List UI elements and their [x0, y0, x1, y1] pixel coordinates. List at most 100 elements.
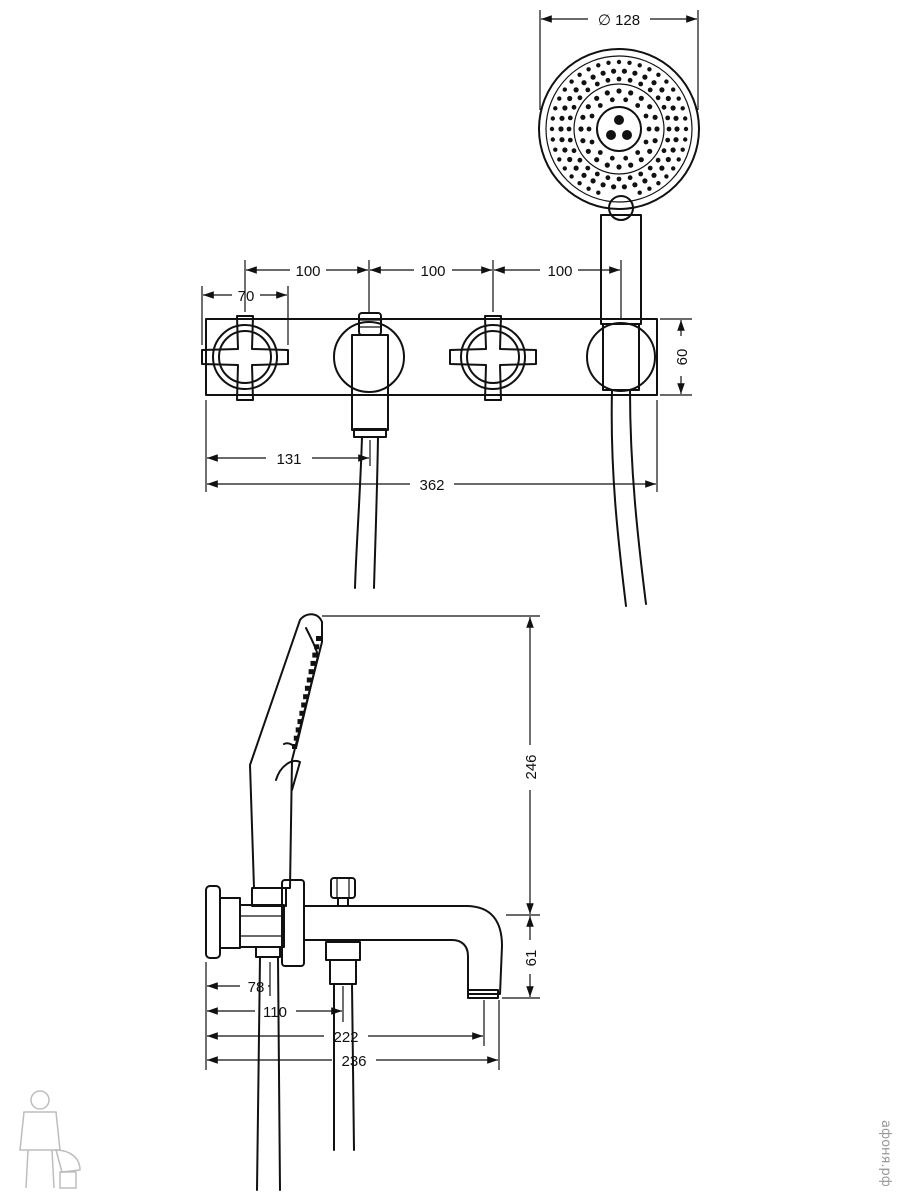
hose-side-b [277, 956, 281, 1191]
nozzle-dot [628, 90, 634, 96]
nozzle-dot [673, 115, 679, 121]
side-nozzle [314, 644, 320, 650]
side-nozzle [301, 702, 307, 708]
nozzle-dot [623, 155, 629, 161]
nozzle-dot [676, 96, 681, 101]
dim-spout-height: 61 [523, 950, 540, 967]
nozzle-dot [652, 114, 658, 120]
side-nozzle [297, 719, 303, 725]
nozzle-dot [580, 114, 586, 120]
nozzle-dot [623, 97, 629, 103]
nozzle-dot [569, 79, 574, 84]
nozzle-dot [562, 147, 568, 153]
nozzle-dot [594, 81, 600, 87]
dim-110: 110 [263, 1004, 287, 1021]
nozzle-dot [647, 67, 652, 72]
nozzle-dot [616, 59, 622, 65]
nozzle-dot [665, 156, 671, 163]
nozzle-dot [659, 165, 665, 171]
dim-spacing-2: 100 [420, 263, 445, 280]
nozzle-dot [594, 157, 600, 163]
nozzle-dot [642, 178, 648, 184]
nozzle-dot [665, 95, 671, 102]
nozzle-dot [621, 68, 628, 74]
nozzle-dot [647, 165, 653, 171]
nozzle-dot [638, 157, 644, 163]
dim-spacing-3: 100 [547, 263, 572, 280]
nozzle-dot [577, 72, 582, 78]
nozzle-dot [597, 150, 603, 155]
nozzle-dot [585, 148, 591, 154]
nozzle-dot [643, 113, 649, 119]
nozzle-dot [605, 77, 611, 83]
nozzle-dot [628, 162, 634, 168]
nozzle-dot [638, 95, 644, 101]
nozzle-dot [578, 126, 584, 132]
wall-plate [205, 318, 658, 396]
nozzle-dot [569, 174, 574, 179]
nozzle-dot [683, 116, 688, 121]
side-nozzle [312, 652, 318, 658]
hose-left-a [354, 436, 363, 589]
hand-shower-head [538, 48, 700, 325]
side-view: 246 61 78 110 222 236 [205, 613, 540, 1191]
nozzle-dot [665, 115, 671, 121]
nozzle-dot [616, 88, 622, 94]
nozzle-dot [562, 87, 567, 92]
dim-236: 236 [341, 1053, 366, 1070]
nozzle-dot [627, 175, 633, 181]
nozzle-dot [577, 95, 583, 101]
nozzle-dot [585, 87, 591, 93]
nozzle-dot [589, 113, 595, 119]
nozzle-dot [655, 157, 661, 163]
nozzle-dot [646, 126, 652, 132]
nozzle-dot [616, 164, 622, 170]
nozzle-dot [605, 175, 611, 181]
nozzle-dot [562, 166, 567, 171]
nozzle-dot [647, 148, 653, 154]
nozzle-dot [577, 181, 582, 186]
nozzle-dot [654, 126, 660, 132]
right-cross-handle [449, 315, 537, 401]
center-jet [622, 130, 632, 140]
nozzle-dot [616, 176, 622, 182]
nozzle-dot [558, 126, 564, 132]
side-nozzle [306, 677, 312, 683]
nozzle-dot [656, 181, 661, 186]
nozzle-dot [580, 138, 586, 144]
hose-side-a [256, 956, 261, 1191]
watermark-text: афоня.рф [878, 1120, 893, 1187]
nozzle-dot [643, 139, 649, 145]
nozzle-dot [586, 186, 591, 191]
dim-handle-width: 70 [238, 288, 255, 305]
dim-222: 222 [333, 1029, 358, 1046]
nozzle-dot [632, 70, 638, 76]
dim-78: 78 [248, 979, 265, 996]
nozzle-dot [573, 87, 579, 93]
nozzle-dot [637, 190, 642, 195]
nozzle-dot [577, 157, 583, 163]
nozzle-dot [635, 150, 641, 155]
nozzle-dot [604, 90, 610, 96]
nozzle-dot [680, 106, 685, 111]
nozzle-dot [652, 138, 658, 144]
side-nozzle [310, 660, 316, 666]
nozzle-dot [586, 126, 592, 132]
nozzle-dot [567, 156, 573, 163]
hose-right-a [610, 389, 627, 607]
center-jet [606, 130, 616, 140]
nozzle-dot [604, 162, 610, 168]
nozzle-dot [606, 60, 611, 65]
nozzle-dot [632, 182, 638, 188]
nozzle-dot [594, 171, 600, 177]
nozzle-dot [557, 96, 562, 101]
nozzle-dot [651, 172, 657, 178]
hose-left-b [373, 436, 379, 589]
nozzle-dot [571, 148, 577, 154]
nozzle-dot [674, 126, 680, 132]
hose-nut [329, 959, 357, 985]
nozzle-dot [609, 155, 615, 161]
nozzle-dot [659, 87, 665, 93]
nozzle-dot [664, 79, 669, 84]
lower-connector [325, 941, 361, 961]
